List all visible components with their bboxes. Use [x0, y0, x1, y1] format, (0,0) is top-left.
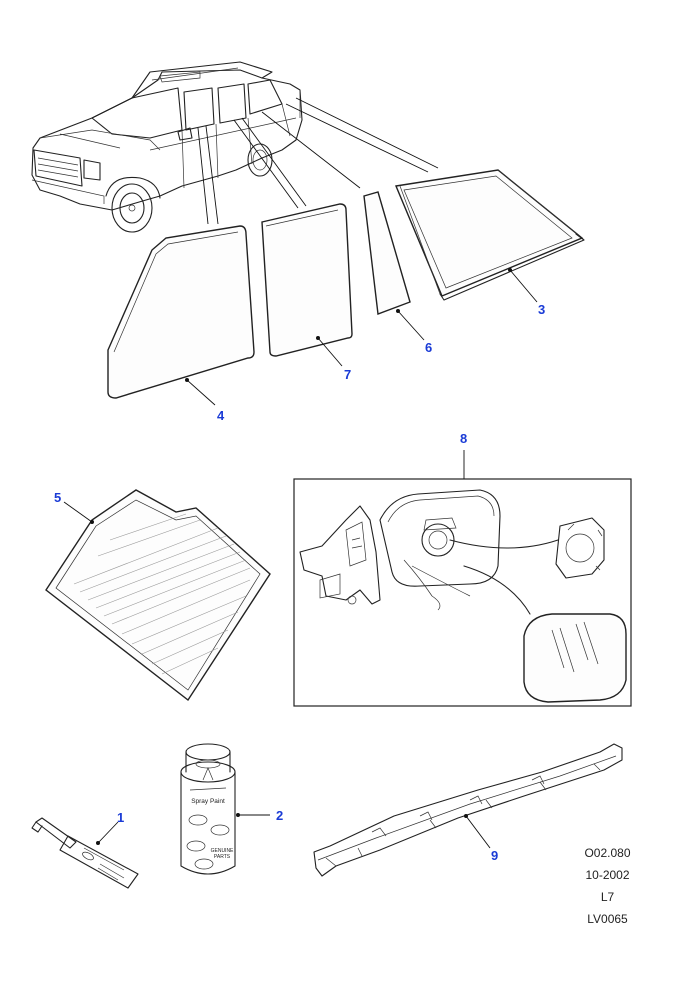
touch-up-paint-pen	[31, 817, 139, 889]
spray-paint-can: Spray Paint GENUINE PARTS	[180, 743, 270, 875]
reference-id: LV0065	[587, 912, 628, 926]
callout-6: 6	[425, 340, 432, 355]
callout-4: 4	[217, 408, 225, 423]
callout-2: 2	[276, 808, 283, 823]
callout-5: 5	[54, 490, 61, 505]
callout-7: 7	[344, 367, 351, 382]
reference-level: L7	[600, 890, 615, 904]
vehicle-leader-lines	[197, 97, 439, 225]
can-label-genuine: GENUINE	[211, 848, 234, 854]
reference-code: O02.080	[584, 846, 631, 860]
mirror-assembly-box	[293, 450, 632, 707]
can-label-parts: PARTS	[214, 854, 231, 860]
can-label-spray-paint: Spray Paint	[191, 798, 225, 805]
quarter-glass	[363, 191, 425, 341]
front-door-glass	[107, 225, 255, 406]
callout-1: 1	[117, 810, 124, 825]
reference-date: 10-2002	[585, 868, 630, 882]
vehicle-illustration	[31, 61, 303, 233]
rear-door-glass	[261, 203, 353, 367]
sill-moulding	[313, 743, 623, 877]
callout-8: 8	[460, 431, 467, 446]
side-panel-glass	[395, 169, 585, 303]
callout-9: 9	[491, 848, 498, 863]
callout-3: 3	[538, 302, 545, 317]
rear-windscreen	[45, 489, 271, 702]
